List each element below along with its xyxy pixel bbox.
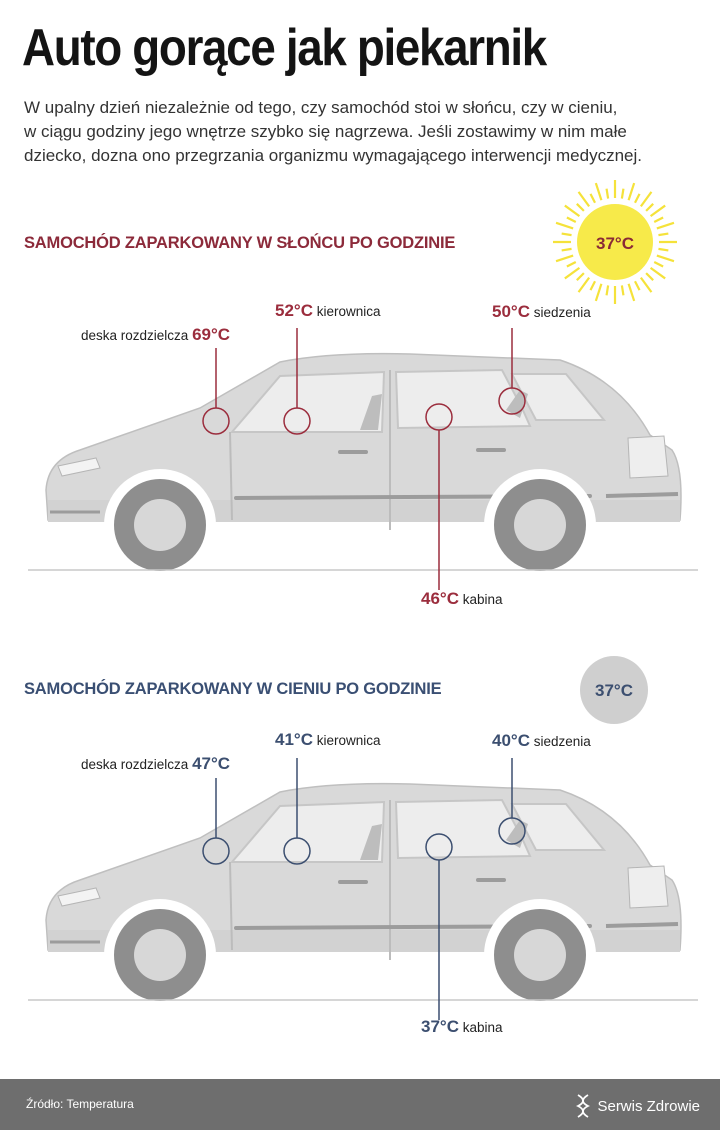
sun-ray <box>577 191 591 208</box>
sun-ray <box>653 216 664 224</box>
sun-ray <box>627 182 636 201</box>
sun-ray <box>649 204 666 218</box>
shade-cabin-label: 37°C kabina <box>421 1017 503 1037</box>
sun-dashboard-label: deska rozdzielcza 69°C <box>81 325 230 345</box>
sun-icon: 37°C <box>553 180 677 304</box>
source-credit: Źródło: Temperatura <box>26 1097 134 1111</box>
temp-value: 41°C <box>275 730 313 749</box>
sun-section-heading: SAMOCHÓD ZAPARKOWANY W SŁOŃCU PO GODZINI… <box>24 234 456 252</box>
label-text: deska rozdzielcza <box>81 328 189 343</box>
temp-value: 47°C <box>192 754 231 773</box>
intro-line: w ciągu godziny jego wnętrze szybko się … <box>24 122 627 141</box>
dashboard-marker <box>202 837 230 865</box>
seats-marker <box>498 387 526 415</box>
sun-ray <box>564 266 581 280</box>
sun-outside-temp: 37°C <box>596 234 634 253</box>
sun-car <box>28 328 698 590</box>
sun-ray <box>656 221 675 230</box>
page-title: Auto gorące jak piekarnik <box>22 19 547 77</box>
sun-ray <box>576 203 585 212</box>
shade-steering-label: 41°C kierownica <box>275 730 381 750</box>
steering-marker <box>283 407 311 435</box>
sun-seats-label: 50°C siedzenia <box>492 302 591 322</box>
sun-ray <box>645 272 654 281</box>
footer-bar: Źródło: Temperatura Serwis Zdrowie <box>0 1079 720 1130</box>
label-text: kierownica <box>316 733 381 748</box>
sun-ray <box>594 283 603 302</box>
sun-ray <box>649 266 666 280</box>
sun-ray <box>627 283 636 302</box>
sun-ray <box>658 232 669 237</box>
sun-ray <box>555 221 574 230</box>
shade-dashboard-label: deska rozdzielcza 47°C <box>81 754 230 774</box>
temp-value: 40°C <box>492 731 530 750</box>
label-text: kabina <box>462 1020 503 1035</box>
sun-cabin-label: 46°C kabina <box>421 589 503 609</box>
sun-ray <box>564 204 581 218</box>
temp-value: 52°C <box>275 301 313 320</box>
label-text: kabina <box>462 592 503 607</box>
sun-ray <box>566 216 577 224</box>
sun-ray <box>620 188 625 199</box>
brand-name: Serwis Zdrowie <box>597 1097 700 1115</box>
seats-marker <box>498 817 526 845</box>
temp-value: 46°C <box>421 589 459 608</box>
temp-value: 50°C <box>492 302 530 321</box>
label-text: kierownica <box>316 304 381 319</box>
intro-line: dziecko, dozna ono przegrzania organizmu… <box>24 146 642 165</box>
sun-ray <box>653 260 664 268</box>
sun-ray <box>589 193 597 204</box>
dna-icon <box>576 1094 591 1118</box>
sun-ray <box>566 260 577 268</box>
sun-ray <box>620 285 625 296</box>
sun-ray <box>555 254 574 263</box>
sun-ray <box>605 188 610 199</box>
intro-line: W upalny dzień niezależnie od tego, czy … <box>24 98 618 117</box>
sun-ray <box>561 247 572 252</box>
sun-ray <box>639 276 653 293</box>
shade-disc-icon: 37°C <box>580 656 648 724</box>
shade-car <box>28 758 698 1020</box>
sun-ray <box>577 276 591 293</box>
shade-seats-label: 40°C siedzenia <box>492 731 591 751</box>
sun-ray <box>656 254 675 263</box>
sun-ray <box>561 232 572 237</box>
car-illustration <box>28 352 698 581</box>
car-illustration <box>28 782 698 1011</box>
sun-steering-label: 52°C kierownica <box>275 301 381 321</box>
sun-ray <box>645 203 654 212</box>
intro-text: W upalny dzień niezależnie od tego, czy … <box>24 96 714 168</box>
sun-ray <box>633 193 641 204</box>
temp-value: 37°C <box>421 1017 459 1036</box>
brand-logo: Serwis Zdrowie <box>575 1093 700 1119</box>
sun-ray <box>605 285 610 296</box>
dashboard-marker <box>202 407 230 435</box>
sun-ray <box>589 280 597 291</box>
shade-outside-temp: 37°C <box>595 681 633 700</box>
label-text: siedzenia <box>533 305 591 320</box>
sun-ray <box>633 280 641 291</box>
label-text: deska rozdzielcza <box>81 757 189 772</box>
temp-value: 69°C <box>192 325 231 344</box>
label-text: siedzenia <box>533 734 591 749</box>
sun-ray <box>576 272 585 281</box>
sun-ray <box>658 247 669 252</box>
steering-marker <box>283 837 311 865</box>
sun-ray <box>639 191 653 208</box>
sun-ray <box>594 182 603 201</box>
shade-section-heading: SAMOCHÓD ZAPARKOWANY W CIENIU PO GODZINI… <box>24 680 442 698</box>
